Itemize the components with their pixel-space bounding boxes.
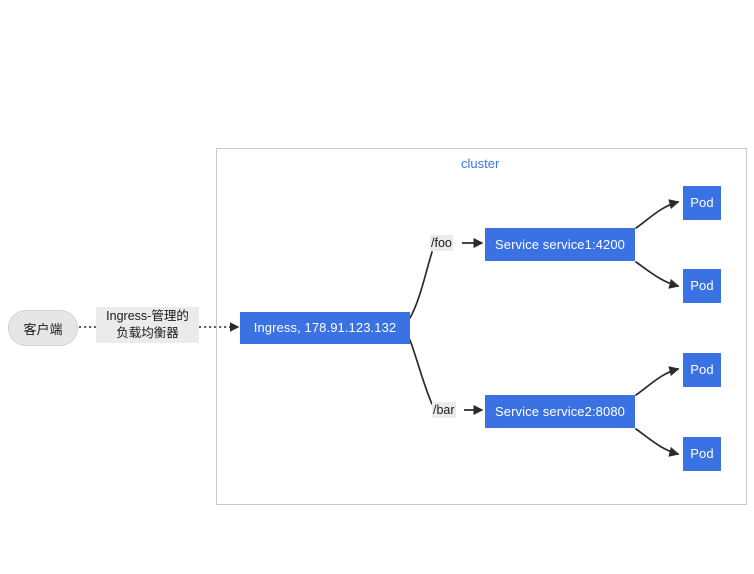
edge-service1-to-pod1 [635, 199, 680, 229]
edge-label-line-2: 负载均衡器 [116, 326, 179, 340]
path-label-foo: /foo [430, 235, 453, 251]
ingress-node-label: Ingress, 178.91.123.132 [253, 320, 397, 336]
client-node-label: 客户端 [23, 321, 63, 337]
service-node-service1-label: Service service1:4200 [495, 236, 625, 252]
pod-node-service2-2[interactable]: Pod [683, 437, 721, 471]
client-node[interactable]: 客户端 [8, 310, 78, 346]
edge-service2-to-pod3 [635, 366, 680, 396]
edge-label-line-1: Ingress-管理的 [106, 309, 189, 323]
pod-node-service1-2-label: Pod [690, 278, 714, 294]
edge-label-ingress-managed-lb: Ingress-管理的 负载均衡器 [96, 307, 199, 343]
edge-service1-to-pod2 [635, 261, 680, 289]
service-node-service2-label: Service service2:8080 [495, 403, 625, 419]
pod-node-service2-1-label: Pod [690, 362, 714, 378]
pod-node-service1-1[interactable]: Pod [683, 186, 721, 220]
cluster-boundary [216, 148, 747, 505]
service-node-service2[interactable]: Service service2:8080 [485, 395, 635, 428]
edge-ingress-to-bar [409, 339, 433, 405]
pod-node-service2-1[interactable]: Pod [683, 353, 721, 387]
edge-service2-to-pod4 [635, 428, 680, 457]
service-node-service1[interactable]: Service service1:4200 [485, 228, 635, 261]
ingress-node[interactable]: Ingress, 178.91.123.132 [240, 312, 410, 344]
edge-ingress-to-foo [409, 251, 433, 319]
cluster-label: cluster [461, 156, 500, 171]
pod-node-service1-2[interactable]: Pod [683, 269, 721, 303]
path-label-bar: /bar [432, 402, 456, 418]
pod-node-service2-2-label: Pod [690, 446, 714, 462]
pod-node-service1-1-label: Pod [690, 195, 714, 211]
